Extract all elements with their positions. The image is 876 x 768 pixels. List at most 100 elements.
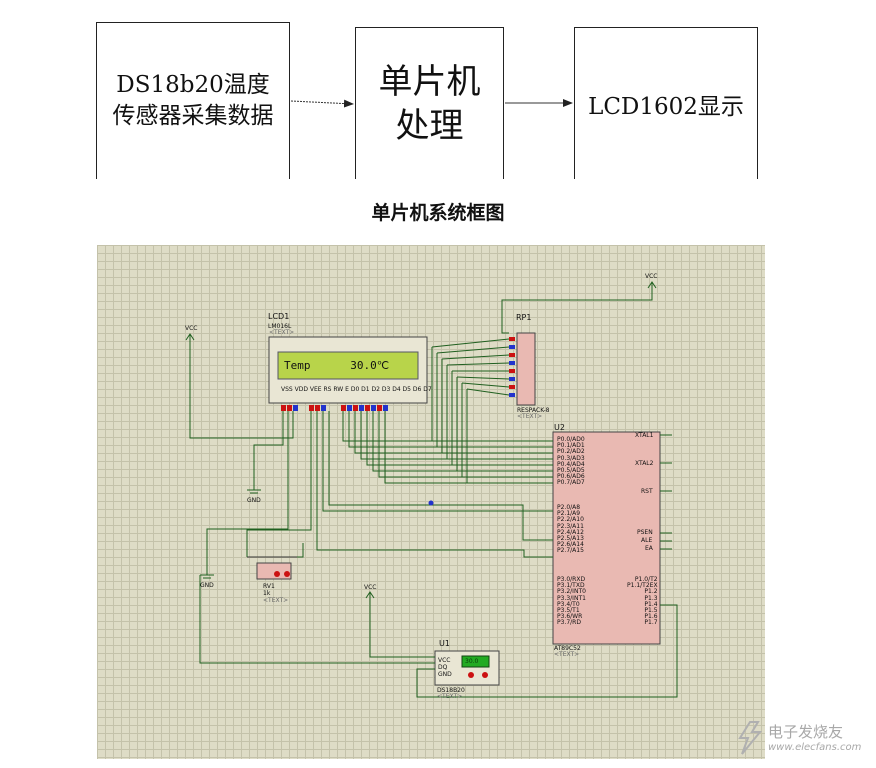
u2-pin: P3.4/T0 bbox=[557, 600, 580, 608]
mcu-block-label: 单片机处理 bbox=[378, 61, 481, 146]
u1-display-value: 30.0 bbox=[465, 658, 479, 665]
u2-pin: P2.2/A10 bbox=[557, 516, 584, 524]
u1-pin-dq: DQ bbox=[438, 664, 448, 671]
u2-pin: P1.4 bbox=[644, 600, 658, 608]
lcd-text-tag: <TEXT> bbox=[269, 329, 295, 336]
watermark-url: www.elecfans.com bbox=[768, 742, 862, 753]
u2-pin: P1.5 bbox=[644, 607, 658, 615]
u2-p2-pins: P2.0/A8 P2.1/A9 P2.2/A10 P2.3/A11 P2.4/A… bbox=[557, 504, 584, 555]
u2-pin: P2.6/A14 bbox=[557, 541, 584, 549]
u2-pin-xtal1: XTAL1 bbox=[635, 432, 654, 439]
vcc-symbol-rp1 bbox=[647, 281, 657, 295]
u2-p1-pins: P1.0/T2 P1.1/T2EX P1.2 P1.3 P1.4 P1.5 P1… bbox=[627, 576, 658, 627]
u2-pin: P0.7/AD7 bbox=[557, 479, 585, 487]
u2-pin: P1.3 bbox=[644, 594, 658, 602]
rv1-text-tag: <TEXT> bbox=[263, 597, 289, 604]
u2-pin-ea: EA bbox=[645, 545, 653, 552]
u2-p0-pins: P0.0/AD0 P0.1/AD1 P0.2/AD2 P0.3/AD3 P0.4… bbox=[557, 436, 585, 487]
u2-pin: P3.2/INT0 bbox=[557, 588, 586, 596]
u2-pin-ale: ALE bbox=[641, 537, 653, 544]
sensor-block: DS18b20温度传感器采集数据 bbox=[96, 22, 290, 179]
u2-pin: P0.6/AD6 bbox=[557, 473, 585, 481]
u2-pin: P0.0/AD0 bbox=[557, 436, 585, 443]
schematic-drawing bbox=[185, 281, 678, 698]
vcc-label-u1: VCC bbox=[364, 584, 377, 591]
gnd-symbol-pot bbox=[200, 563, 214, 579]
u2-pin: P1.2 bbox=[644, 588, 658, 596]
u2-pin: P2.7/A15 bbox=[557, 547, 584, 555]
rv1-body bbox=[256, 562, 292, 580]
u2-pin: P0.5/AD5 bbox=[557, 467, 585, 475]
u1-button-1 bbox=[468, 672, 474, 678]
u2-pin: P2.4/A12 bbox=[557, 528, 584, 536]
u2-p3-pins: P3.0/RXD P3.1/TXD P3.2/INT0 P3.3/INT1 P3… bbox=[557, 576, 586, 627]
u2-pin: P2.5/A13 bbox=[557, 535, 584, 543]
u2-text-tag: <TEXT> bbox=[554, 651, 580, 658]
u2-body bbox=[552, 431, 661, 645]
gnd-symbol-lcd bbox=[247, 480, 261, 494]
u2-pin: P0.4/AD4 bbox=[557, 460, 585, 468]
u2-pin: P3.7/RD bbox=[557, 619, 581, 627]
arrow-sensor-to-mcu bbox=[290, 99, 354, 108]
u1-text-tag: <TEXT> bbox=[437, 693, 463, 700]
vcc-symbol-left bbox=[185, 333, 195, 345]
u1-pin-vcc: VCC bbox=[438, 657, 451, 664]
block-arrows bbox=[290, 99, 573, 108]
u2-pin: P3.3/INT1 bbox=[557, 594, 586, 602]
vcc-symbol-u1 bbox=[365, 591, 375, 605]
diagram-caption: 单片机系统框图 bbox=[371, 202, 505, 224]
u1-button-2 bbox=[482, 672, 488, 678]
mcu-block: 单片机处理 bbox=[355, 27, 504, 179]
u2-pin: P2.3/A11 bbox=[557, 522, 584, 530]
gnd-label-lcd: GND bbox=[247, 497, 261, 504]
junction-dot bbox=[428, 500, 434, 506]
rp1-body bbox=[516, 332, 536, 406]
u2-pin: P1.1/T2EX bbox=[627, 582, 658, 590]
u2-pin: P1.7 bbox=[644, 619, 658, 627]
u1-ref: U1 bbox=[439, 639, 450, 648]
watermark-cn: 电子发烧友 bbox=[768, 723, 844, 741]
u1-display bbox=[461, 655, 490, 668]
wires bbox=[189, 295, 678, 698]
rp1-model: RESPACK-8 bbox=[517, 407, 550, 414]
elecfans-logo-icon bbox=[738, 721, 763, 755]
gnd-label-pot: GND bbox=[200, 582, 214, 589]
display-block-label: LCD1602显示 bbox=[588, 93, 744, 120]
u2-pin: P0.3/AD3 bbox=[557, 454, 585, 462]
u2-pin: P3.1/TXD bbox=[557, 582, 585, 590]
u2-model: AT89C52 bbox=[554, 645, 581, 652]
vcc-label-left: VCC bbox=[185, 325, 198, 332]
u2-pin: P0.1/AD1 bbox=[557, 442, 585, 450]
u1-model: DS18B20 bbox=[437, 687, 465, 694]
lcd-model: LM016L bbox=[268, 323, 292, 330]
u2-pin-xtal2: XTAL2 bbox=[635, 460, 654, 467]
u2-pin: P0.2/AD2 bbox=[557, 448, 585, 456]
u2-pin-psen: PSEN bbox=[637, 529, 653, 536]
rv1-ref: RV1 bbox=[263, 583, 275, 590]
u2-pin: P1.0/T2 bbox=[634, 576, 658, 583]
u2-pin: P3.5/T1 bbox=[557, 607, 580, 615]
display-block: LCD1602显示 bbox=[574, 27, 758, 179]
lcd-pin-labels: VSS VDD VEE RS RW E D0 D1 D2 D3 D4 D5 D6… bbox=[281, 386, 432, 393]
rv1-value: 1k bbox=[263, 590, 271, 597]
lcd-screen bbox=[277, 351, 419, 380]
u2-pin: P1.6 bbox=[644, 613, 658, 621]
schematic-canvas: LCD1 LM016L Temp 30.0℃ VSS VDD VEE RS RW… bbox=[97, 245, 765, 759]
u2-pin-rst: RST bbox=[641, 488, 653, 495]
rp1-text-tag: <TEXT> bbox=[517, 413, 543, 420]
lcd-ref: LCD1 bbox=[268, 312, 290, 321]
rp1-ref: RP1 bbox=[516, 313, 532, 322]
u2-pin: P2.1/A9 bbox=[557, 510, 581, 518]
sensor-block-label: DS18b20温度传感器采集数据 bbox=[112, 72, 274, 129]
u1-pin-gnd: GND bbox=[438, 671, 452, 678]
u2-pin: P2.0/A8 bbox=[557, 504, 581, 511]
u2-pin: P3.6/WR bbox=[557, 613, 583, 621]
lcd-pins bbox=[281, 405, 388, 411]
rp1-pins bbox=[509, 337, 515, 397]
u2-pin: P3.0/RXD bbox=[557, 576, 586, 583]
rv1-pin-a bbox=[274, 571, 280, 577]
lcd-line1: Temp 30.0℃ bbox=[284, 359, 390, 372]
vcc-label-rp1: VCC bbox=[645, 273, 658, 280]
u2-ref: U2 bbox=[554, 423, 565, 432]
rv1-pin-b bbox=[284, 571, 290, 577]
